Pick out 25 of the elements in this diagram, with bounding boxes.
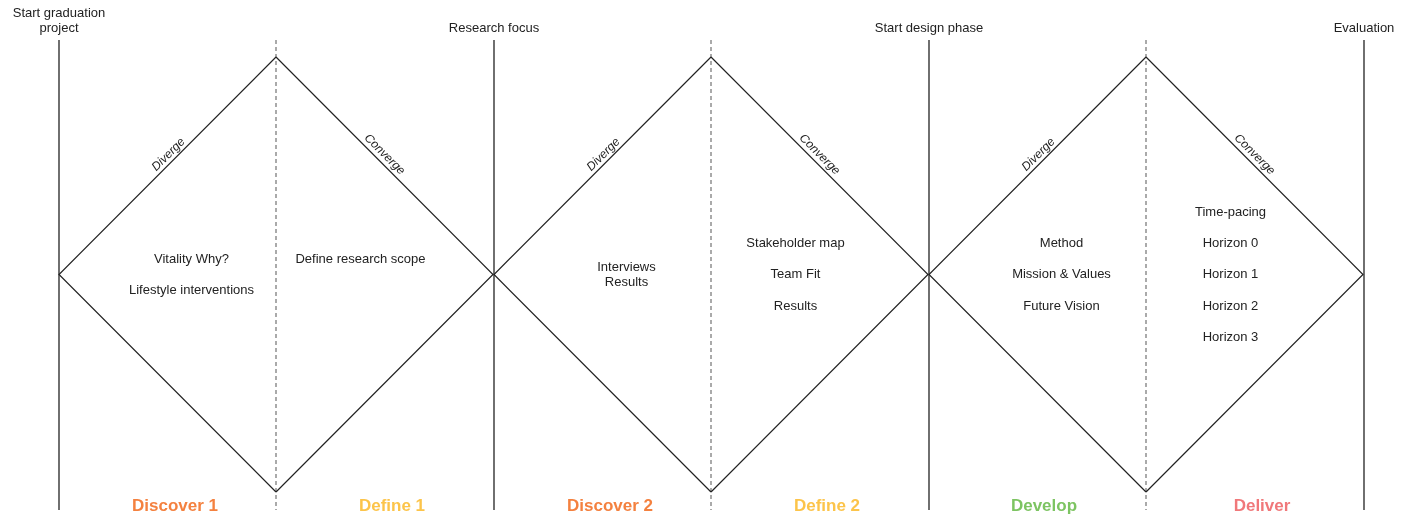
milestone-label: Start graduation project: [11, 5, 107, 35]
phase-name: Discover 1: [132, 496, 218, 516]
phase-name: Define 1: [358, 496, 426, 516]
phase-item: Interviews Results: [596, 259, 657, 289]
phase-item: Horizon 3: [1202, 328, 1259, 344]
milestone-label: Evaluation: [1333, 19, 1395, 35]
phase-name: Deliver: [1233, 496, 1291, 516]
phase-name: Define 2: [793, 496, 861, 516]
phase-item: Horizon 0: [1202, 234, 1259, 250]
phase-item: Horizon 1: [1202, 265, 1259, 281]
phase-item: Results: [773, 297, 818, 313]
phase-item: Define research scope: [295, 250, 426, 266]
phase-item: Mission & Values: [1012, 265, 1111, 281]
phase-item: Time-pacing: [1195, 203, 1266, 219]
phase-item: Vitality Why?: [154, 250, 229, 266]
phase-name: Develop: [1010, 496, 1078, 516]
phase-item: Future Vision: [1023, 297, 1100, 313]
phase-name: Discover 2: [567, 496, 653, 516]
phase-item: Stakeholder map: [746, 234, 845, 250]
phase-item: Team Fit: [770, 265, 821, 281]
milestone-label: Start design phase: [874, 19, 984, 35]
phase-item: Lifestyle interventions: [129, 281, 254, 297]
milestone-label: Research focus: [448, 19, 540, 35]
phase-item: Method: [1039, 234, 1084, 250]
phase-item: Horizon 2: [1202, 297, 1259, 313]
